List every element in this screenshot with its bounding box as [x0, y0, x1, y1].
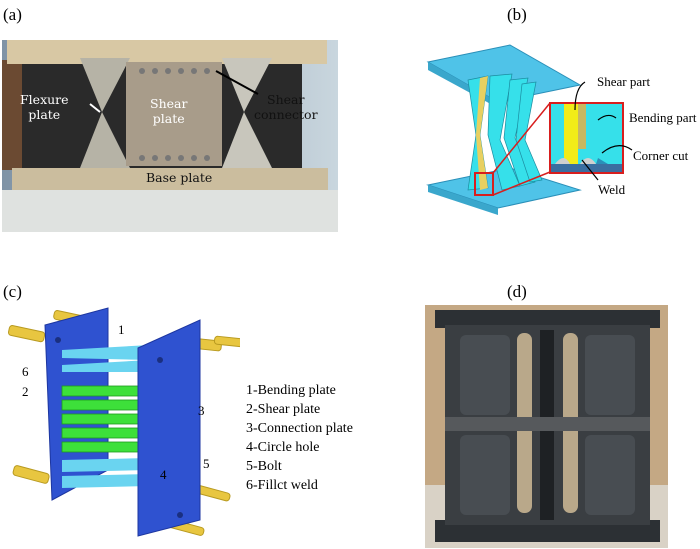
callout-5: 5: [203, 456, 210, 471]
legend-item: 6-Fillct weld: [246, 478, 318, 493]
panel-b-label: (b): [507, 5, 527, 24]
shear-part-label: Shear part: [597, 74, 651, 89]
callout-3: 3: [198, 403, 205, 418]
flexure-plate-label: Flexure plate: [20, 92, 69, 122]
legend-item: 4-Circle hole: [246, 440, 320, 455]
callout-4: 4: [160, 467, 167, 482]
weld-label: Weld: [598, 182, 626, 197]
legend-item: 2-Shear plate: [246, 402, 321, 417]
panel-d-label: (d): [507, 282, 527, 301]
corner-cut-label: Corner cut: [633, 148, 689, 163]
damper-photo: [2, 40, 338, 232]
shear-plate-label: Shear plate: [150, 96, 188, 126]
panel-a-photo: Flexure plate Shear plate Shear connecto…: [2, 40, 338, 232]
callout-2: 2: [22, 384, 29, 399]
legend-item: 3-Connection plate: [246, 421, 353, 436]
panel-c-diagram: [7, 307, 240, 537]
base-plate-label: Base plate: [146, 170, 213, 185]
legend-item: 1-Bending plate: [246, 383, 336, 398]
panel-b-diagram: [426, 44, 633, 215]
callout-6: 6: [22, 364, 29, 379]
shear-connector-label: Shear connector: [254, 92, 318, 122]
bending-part-label: Bending part: [629, 110, 697, 125]
callout-1: 1: [118, 322, 125, 337]
legend-item: 5-Bolt: [246, 459, 282, 474]
panel-c-label: (c): [3, 282, 22, 301]
panel-d-photo: [425, 305, 668, 548]
panel-a-label: (a): [3, 5, 22, 24]
legend: 1-Bending plate 2-Shear plate 3-Connecti…: [246, 381, 353, 495]
